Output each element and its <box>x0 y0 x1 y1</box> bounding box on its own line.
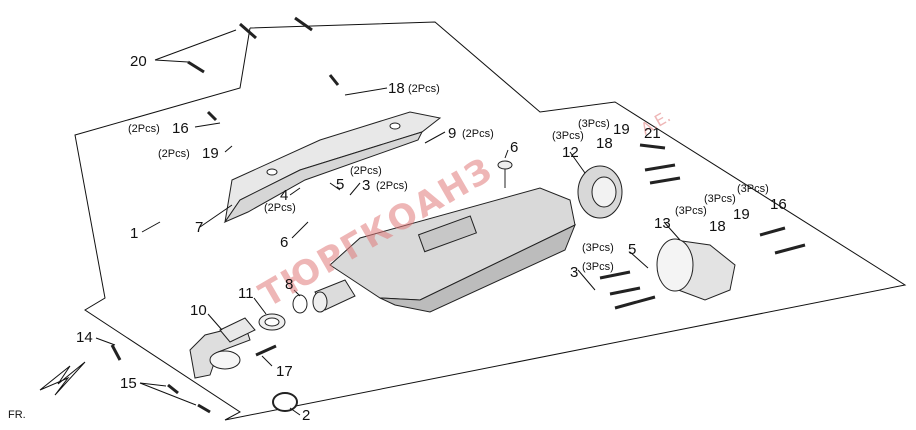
callout-number: 18 <box>388 80 405 97</box>
callout-number: 9 <box>448 125 456 142</box>
callout-number: 14 <box>76 329 93 346</box>
callout-quantity: (3Pcs) <box>552 130 584 142</box>
end-cap-inner-part <box>577 165 623 219</box>
exhaust-manifold-part <box>189 317 256 379</box>
callout-number: 5 <box>336 176 344 193</box>
callout-number: 10 <box>190 302 207 319</box>
callout-quantity: (2Pcs) <box>158 148 190 160</box>
callout-number: 8 <box>285 276 293 293</box>
callout-number: 16 <box>172 120 189 137</box>
callout-number: 6 <box>280 234 288 251</box>
callout-number: 6 <box>510 139 518 156</box>
heat-shield-part <box>223 111 442 224</box>
callout-labels: 20 18 (2Pcs) (2Pcs) 16 (2Pcs) 19 9 (2Pcs… <box>8 53 787 424</box>
callout-number: 20 <box>130 53 147 70</box>
callout-quantity: (3Pcs) <box>704 193 736 205</box>
callout-quantity: (2Pcs) <box>462 128 494 140</box>
callout-quantity: (2Pcs) <box>128 123 160 135</box>
callout-quantity: (2Pcs) <box>264 202 296 214</box>
end-cover-part <box>656 238 736 301</box>
callout-number: 11 <box>238 285 254 302</box>
front-pipe-part <box>292 279 356 314</box>
front-direction-label: FR. <box>8 409 26 421</box>
callout-number: 17 <box>276 363 293 380</box>
callout-number: 4 <box>280 187 288 204</box>
callout-number: 3 <box>570 264 578 281</box>
callout-quantity: (3Pcs) <box>582 261 614 273</box>
callout-number: 19 <box>202 145 219 162</box>
gasket-part <box>272 392 298 412</box>
callout-number: 3 <box>362 177 370 194</box>
callout-quantity: (2Pcs) <box>376 180 408 192</box>
callout-quantity: (2Pcs) <box>350 165 382 177</box>
callout-number: 16 <box>770 196 787 213</box>
callout-number: 13 <box>654 215 671 232</box>
callout-number: 18 <box>709 218 726 235</box>
callout-quantity: (2Pcs) <box>408 83 440 95</box>
callout-number: 19 <box>613 121 630 138</box>
leader-lines <box>95 29 681 416</box>
callout-quantity: (3Pcs) <box>737 183 769 195</box>
callout-number: 18 <box>596 135 613 152</box>
callout-quantity: (3Pcs) <box>675 205 707 217</box>
bolts-part <box>110 16 806 414</box>
muffler-part <box>329 160 576 313</box>
callout-number: 1 <box>130 225 138 242</box>
callout-number: 12 <box>562 144 579 161</box>
front-direction-arrow-icon <box>39 361 86 396</box>
assembly-outline <box>74 21 907 421</box>
callout-quantity: (3Pcs) <box>578 118 610 130</box>
callout-number: 2 <box>302 407 310 424</box>
callout-number: 21 <box>644 125 661 142</box>
callout-number: 7 <box>195 219 203 236</box>
callout-number: 5 <box>628 241 636 258</box>
clamp-part <box>258 313 286 331</box>
callout-quantity: (3Pcs) <box>582 242 614 254</box>
callout-number: 19 <box>733 206 750 223</box>
callout-number: 15 <box>120 375 137 392</box>
